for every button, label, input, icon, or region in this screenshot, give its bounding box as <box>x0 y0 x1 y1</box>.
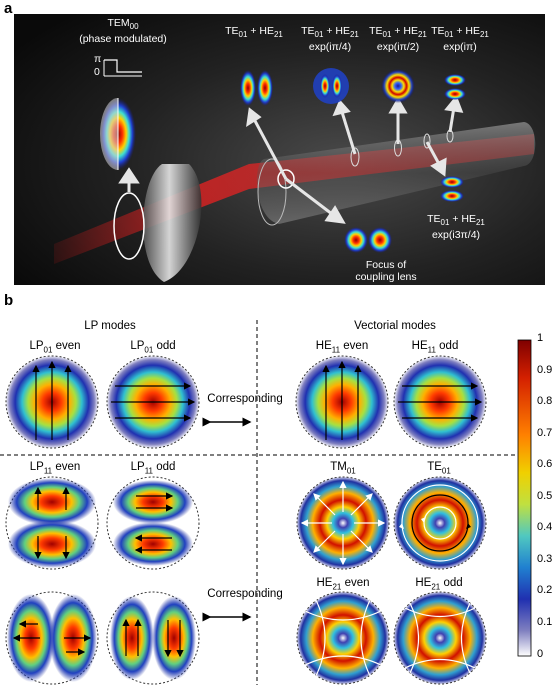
tem-label: TEM00 (phase modulated) <box>79 17 167 46</box>
colorbar-tick-2: 0.8 <box>537 395 553 407</box>
beam-label-3: TE01 + HE21 exp(iπ) <box>431 25 489 54</box>
colorbar-tick-10: 0 <box>537 648 544 660</box>
beam-label-0: TE01 + HE21 <box>225 25 283 40</box>
mode-he11-odd <box>393 355 487 449</box>
mode-he21-even <box>296 591 390 685</box>
panel-a-letter: a <box>4 0 13 17</box>
colorbar-tick-1: 0.9 <box>537 364 553 376</box>
mode-label-2: HE11 even <box>315 340 369 355</box>
mode-label-4: LP11 even <box>29 461 81 476</box>
beam-label-2: TE01 + HE21 exp(iπ/2) <box>369 25 427 54</box>
mode-label-8: HE21 even <box>316 577 370 592</box>
colorbar-tick-3: 0.7 <box>537 427 553 439</box>
panel-b-letter: b <box>4 292 14 309</box>
colorbar-tick-4: 0.6 <box>537 458 553 470</box>
mode-lp11-even-rotated <box>5 591 99 685</box>
mode-he11-even <box>295 355 389 449</box>
mode-tm01 <box>296 476 390 570</box>
colorbar-tick-9: 0.1 <box>537 616 553 628</box>
colorbar-tick-8: 0.2 <box>537 584 553 596</box>
lp-modes-title: LP modes <box>84 320 136 332</box>
mode-lp11-odd-rotated <box>106 591 200 685</box>
mode-lp01-even <box>5 355 99 449</box>
mode-label-1: LP01 odd <box>130 340 176 355</box>
phase-pi-label: π <box>94 53 102 65</box>
mode-lp01-odd <box>106 355 200 449</box>
mode-he21-odd <box>393 591 487 685</box>
mode-lp11-even <box>5 476 99 570</box>
mode-profile-lp11-even <box>240 70 273 106</box>
vectorial-modes-title: Vectorial modes <box>354 320 436 332</box>
beam-label-1: TE01 + HE21 exp(iπ/4) <box>301 25 359 54</box>
colorbar-tick-6: 0.4 <box>537 521 553 533</box>
colorbar-tick-0: 1 <box>537 332 544 344</box>
beam-label-4: TE01 + HE21 exp(i3π/4) <box>427 213 485 242</box>
mode-label-3: HE11 odd <box>411 340 459 355</box>
mode-lp11-odd <box>106 476 200 570</box>
mode-label-0: LP01 even <box>29 340 81 355</box>
corresponding-label-bottom: Corresponding <box>207 588 283 600</box>
mode-label-9: HE21 odd <box>415 577 463 592</box>
mode-label-5: LP11 odd <box>130 461 176 476</box>
panel-b-figure <box>0 320 532 685</box>
mode-te01 <box>393 476 487 570</box>
colorbar-tick-5: 0.5 <box>537 490 553 502</box>
colorbar-tick-7: 0.3 <box>537 553 553 565</box>
phase-zero-label: 0 <box>94 66 100 78</box>
mode-label-6: TM01 <box>330 461 356 476</box>
panel-a-figure <box>14 14 545 285</box>
mode-label-7: TE01 <box>427 461 451 476</box>
colorbar <box>517 339 532 657</box>
corresponding-label-top: Corresponding <box>207 393 283 405</box>
